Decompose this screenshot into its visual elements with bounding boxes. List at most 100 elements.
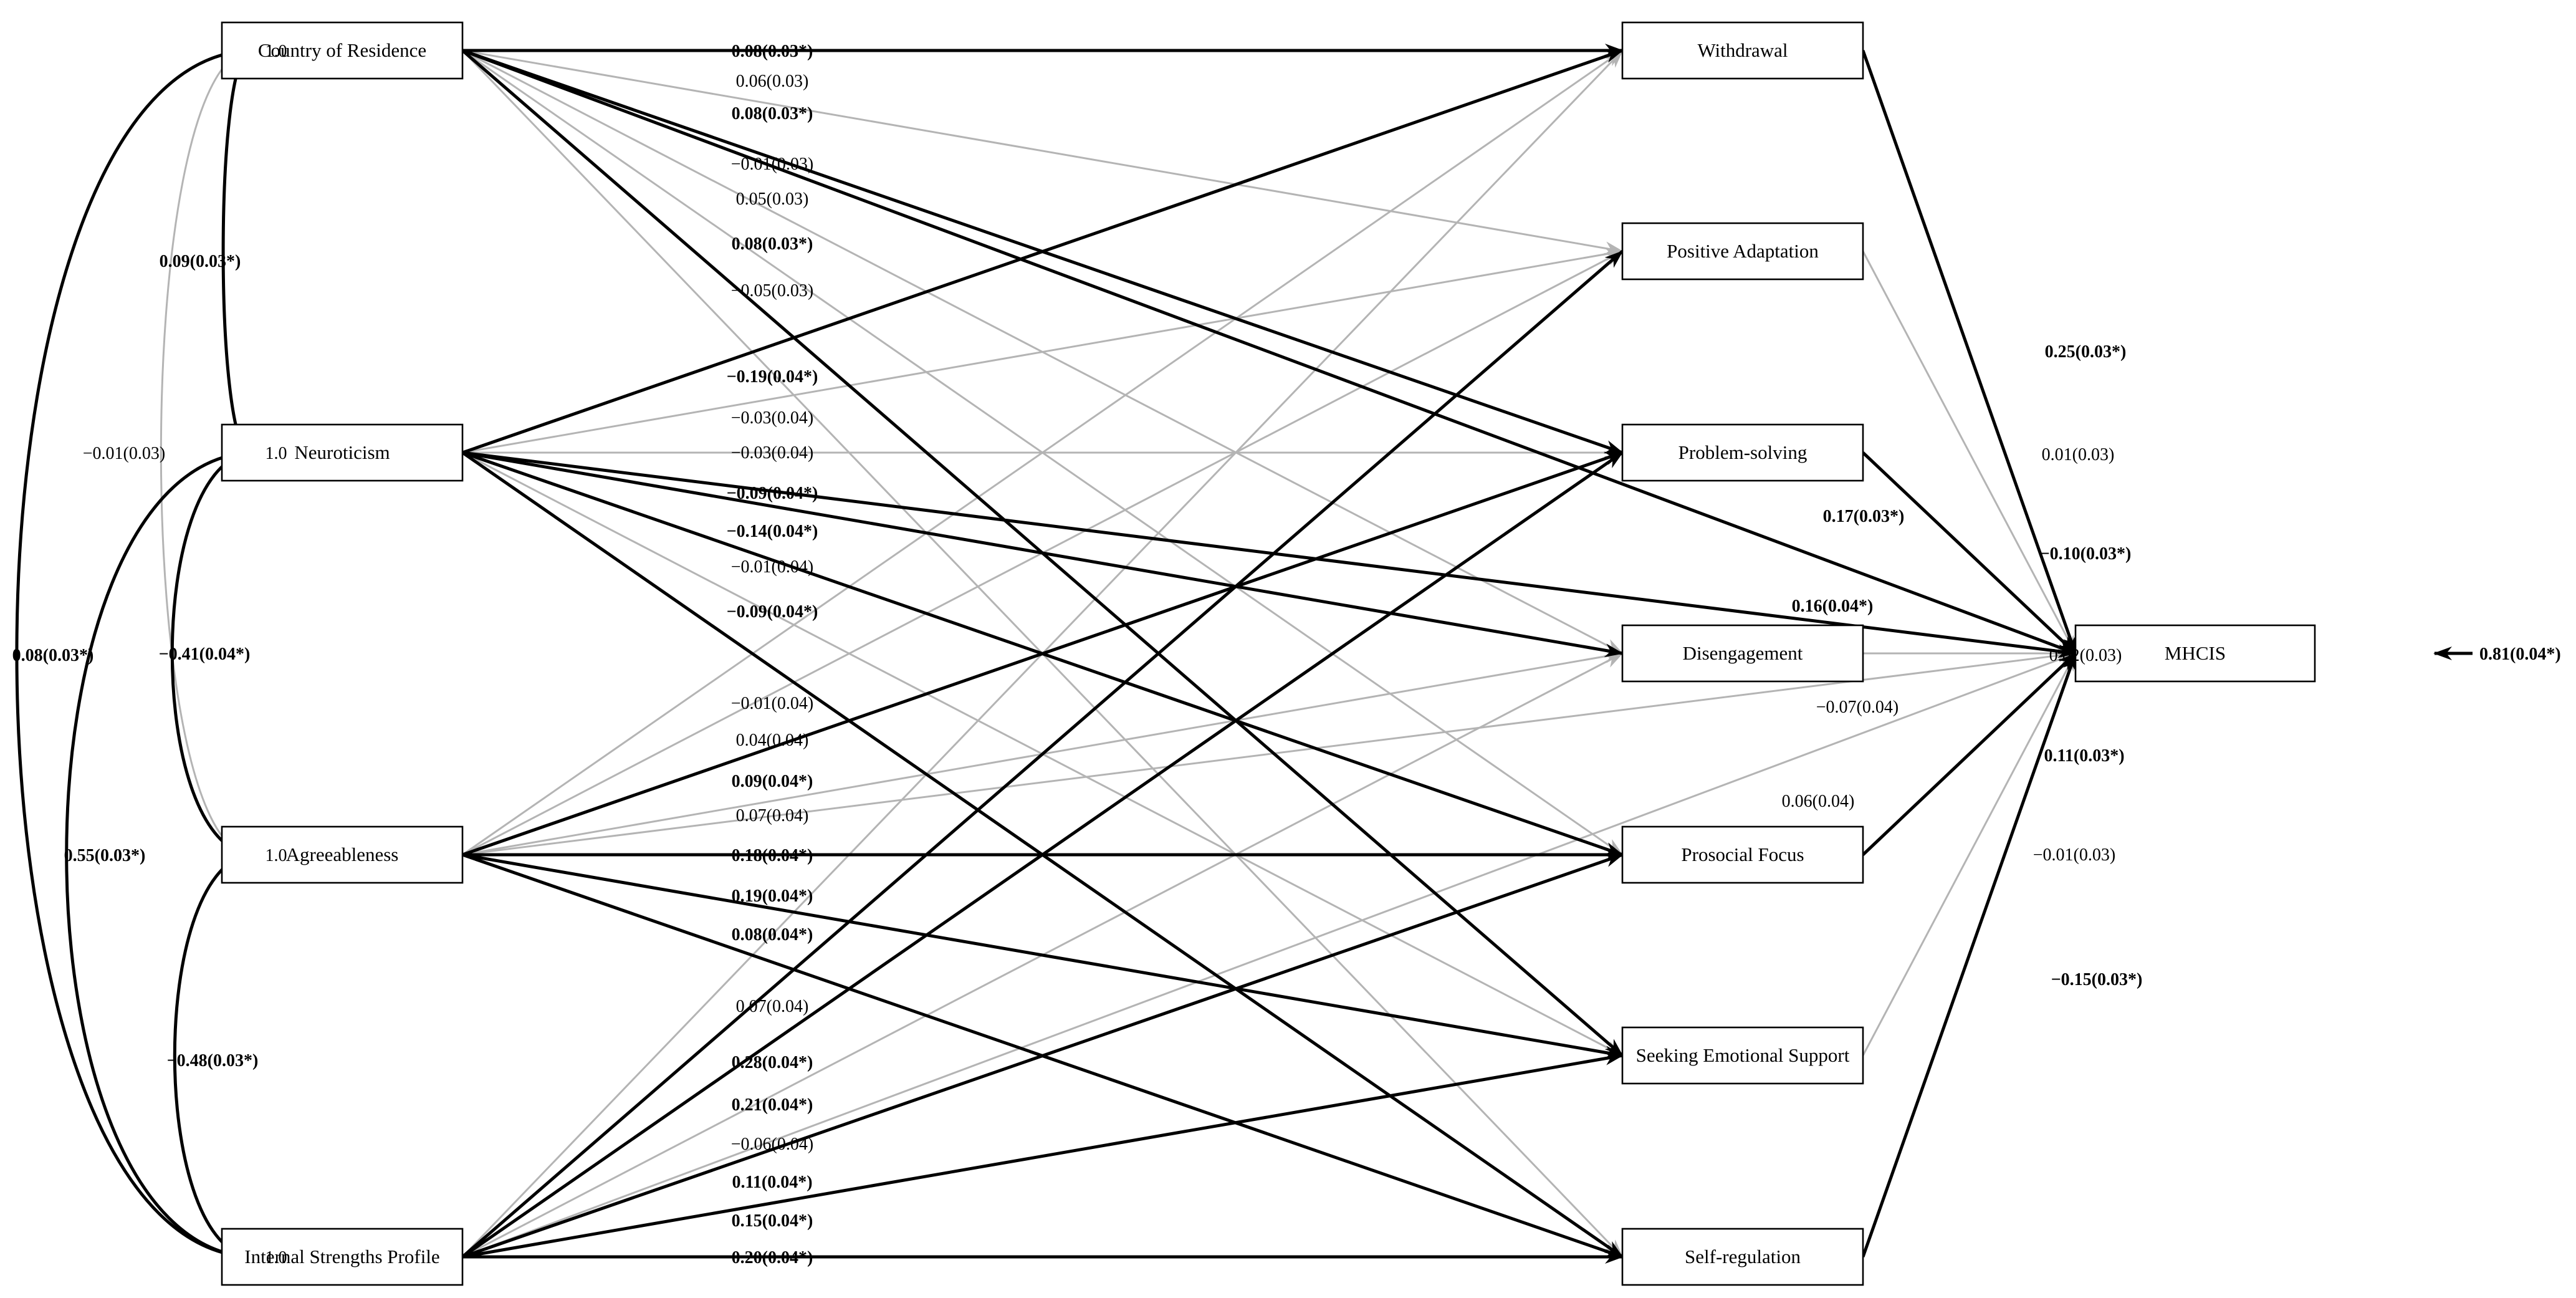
path-label-prosocial-to-mhcis: 0.11(0.03*)	[2044, 746, 2124, 766]
path-label-neuro-to-mhcis: 0.16(0.04*)	[1792, 597, 1874, 616]
node-country-of-residence: Country of Residence	[221, 21, 464, 80]
path-isp-to-seekemo	[462, 1051, 1624, 1259]
path-label-country-to-mhcis: 0.17(0.03*)	[1823, 507, 1905, 526]
path-prosocial-to-mhcis	[1862, 652, 2077, 856]
path-label-neuro-to-withdrawal: −0.19(0.04*)	[727, 367, 818, 387]
path-label-agree-to-seekemo: 0.19(0.04*)	[732, 887, 813, 906]
node-box	[1621, 825, 1864, 884]
path-selfreg-to-mhcis	[1861, 652, 2077, 1257]
nodes-layer: Country of ResidenceNeuroticismAgreeable…	[221, 21, 2316, 1286]
node-disengagement: Disengagement	[1621, 624, 1864, 683]
path-label-agree-to-mhcis: −0.07(0.04)	[1816, 698, 1898, 717]
variance-label-neuro: 1.0	[266, 444, 287, 463]
path-label-agree-to-probsolve: 0.09(0.04*)	[732, 772, 813, 791]
node-box	[221, 825, 464, 884]
path-label-neuro-to-probsolve: −0.03(0.04)	[731, 443, 813, 463]
node-agreeableness: Agreeableness	[221, 825, 464, 884]
covariance-agree-isp	[173, 844, 267, 1261]
covariance-neuro-agree	[170, 443, 267, 858]
path-isp-to-mhcis	[462, 652, 2077, 1258]
path-neuro-to-disengage	[462, 451, 1624, 658]
node-mhcis: MHCIS	[2074, 624, 2316, 683]
variance-label-isp: 1.0	[266, 1248, 287, 1267]
covariance-neuro-isp	[65, 444, 266, 1262]
path-label-neuro-to-selfreg: −0.09(0.04*)	[727, 602, 818, 622]
path-label-isp-to-seekemo: 0.15(0.04*)	[732, 1211, 813, 1231]
path-label-country-to-prosocial: 0.05(0.03)	[736, 190, 809, 209]
path-label-seekemo-to-mhcis: −0.01(0.03)	[2033, 845, 2115, 865]
path-label-probsolve-to-mhcis: −0.10(0.03*)	[2040, 544, 2132, 564]
path-agree-to-withdrawal	[462, 49, 1624, 856]
path-agree-to-probsolve	[462, 451, 1624, 857]
node-label: Self-regulation	[1685, 1246, 1801, 1267]
node-label: Internal Strengths Profile	[244, 1246, 439, 1267]
covariance-country-isp	[15, 42, 266, 1263]
path-label-neuro-to-seekemo: −0.01(0.04)	[731, 557, 813, 577]
node-problem-solving: Problem-solving	[1621, 423, 1864, 482]
path-isp-to-posadapt	[461, 250, 1624, 1258]
path-country-to-posadapt	[462, 49, 1624, 256]
node-box	[2074, 624, 2316, 683]
covariance-label-country-agree: −0.01(0.03)	[83, 444, 165, 463]
path-label-isp-to-probsolve: 0.21(0.04*)	[732, 1095, 813, 1115]
path-neuro-to-withdrawal	[462, 49, 1624, 454]
path-country-to-mhcis	[462, 49, 2077, 655]
node-internal-strengths-profile: Internal Strengths Profile	[221, 1228, 464, 1286]
path-label-agree-to-posadapt: 0.04(0.04)	[736, 731, 809, 750]
covariance-label-neuro-agree: −0.41(0.04*)	[159, 645, 251, 664]
path-label-country-to-probsolve: 0.08(0.03*)	[732, 104, 813, 123]
node-box	[221, 423, 464, 482]
variance-label-country: 1.0	[266, 42, 287, 61]
path-label-withdrawal-to-mhcis: 0.25(0.03*)	[2045, 342, 2127, 362]
node-neuroticism: Neuroticism	[221, 423, 464, 482]
node-label: Withdrawal	[1697, 39, 1788, 61]
path-label-agree-to-withdrawal: −0.01(0.04)	[731, 694, 813, 713]
path-isp-to-prosocial	[462, 853, 1624, 1259]
path-neuro-to-posadapt	[462, 247, 1624, 454]
path-label-country-to-selfreg: −0.05(0.03)	[731, 281, 813, 300]
covariance-country-agree	[160, 41, 267, 859]
node-box	[1621, 1228, 1864, 1286]
path-label-isp-to-disengage: −0.06(0.04)	[731, 1135, 813, 1154]
node-box	[1621, 222, 1864, 281]
paths-layer	[461, 44, 2077, 1264]
node-self-regulation: Self-regulation	[1621, 1228, 1864, 1286]
path-label-neuro-to-disengage: −0.09(0.04*)	[727, 484, 818, 503]
node-label: Agreeableness	[286, 844, 399, 865]
path-label-country-to-seekemo: 0.08(0.03*)	[732, 234, 813, 254]
path-label-neuro-to-prosocial: −0.14(0.04*)	[727, 522, 818, 541]
path-agree-to-mhcis	[462, 648, 2077, 856]
path-label-agree-to-selfreg: 0.08(0.04*)	[732, 925, 813, 945]
node-label: Neuroticism	[294, 441, 390, 463]
node-label: Problem-solving	[1678, 441, 1808, 463]
covariance-label-agree-isp: −0.48(0.03*)	[167, 1051, 259, 1070]
node-prosocial-focus: Prosocial Focus	[1621, 825, 1864, 884]
node-box	[221, 21, 464, 80]
residual-label-mhcis: 0.81(0.04*)	[2479, 645, 2561, 664]
path-label-isp-to-withdrawal: 0.07(0.04)	[736, 997, 809, 1016]
path-label-isp-to-posadapt: 0.28(0.04*)	[732, 1053, 813, 1072]
node-label: Seeking Emotional Support	[1636, 1044, 1850, 1066]
path-agree-to-seekemo	[462, 853, 1624, 1060]
labels-layer: 1.01.01.01.00.81(0.04*)0.08(0.03*)0.06(0…	[12, 42, 2561, 1267]
covariance-label-country-isp: 0.08(0.03*)	[12, 646, 94, 665]
node-label: Country of Residence	[258, 39, 426, 61]
node-label: MHCIS	[2165, 642, 2226, 664]
path-label-agree-to-prosocial: 0.18(0.04*)	[732, 846, 813, 865]
path-label-disengage-to-mhcis: 0.02(0.03)	[2049, 646, 2122, 665]
path-label-neuro-to-posadapt: −0.03(0.04)	[731, 408, 813, 428]
path-neuro-to-mhcis	[462, 451, 2077, 658]
path-label-country-to-withdrawal: 0.08(0.03*)	[732, 42, 813, 61]
node-label: Prosocial Focus	[1681, 844, 1804, 865]
path-posadapt-to-mhcis	[1862, 251, 2077, 655]
variance-label-agree: 1.0	[266, 846, 287, 865]
path-seekemo-to-mhcis	[1862, 652, 2077, 1056]
path-label-country-to-disengage: −0.01(0.03)	[731, 155, 813, 174]
path-label-isp-to-selfreg: 0.20(0.04*)	[732, 1248, 813, 1267]
node-label: Positive Adaptation	[1667, 240, 1819, 262]
path-label-isp-to-prosocial: 0.11(0.04*)	[732, 1173, 812, 1192]
path-label-posadapt-to-mhcis: 0.01(0.03)	[2042, 445, 2115, 464]
path-label-agree-to-disengage: 0.07(0.04)	[736, 806, 809, 825]
node-box	[1621, 624, 1864, 683]
